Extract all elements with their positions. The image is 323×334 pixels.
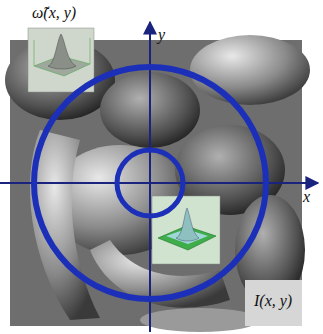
kernel-plot: [28, 28, 94, 92]
axis-label: x: [303, 188, 310, 206]
kernel-plot: [152, 196, 220, 264]
inner-circle: [117, 150, 183, 216]
axis-label: y: [158, 26, 165, 44]
x-axis: [0, 182, 318, 184]
outer-circle: [34, 67, 266, 299]
kernel-label: ω̃(x, y): [32, 4, 76, 22]
image-label: I(x, y): [254, 292, 292, 310]
